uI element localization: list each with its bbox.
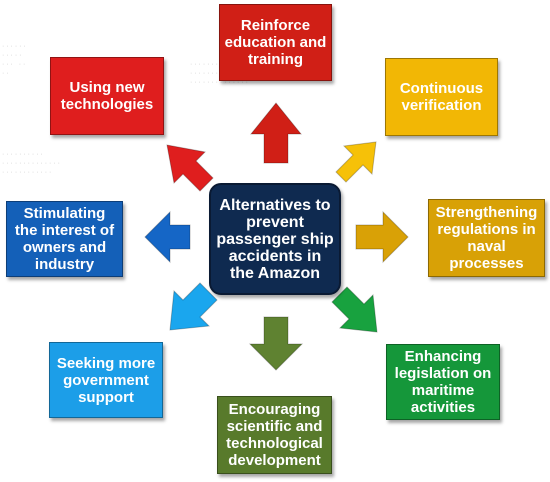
center-node: Alternatives to prevent passenger ship a… xyxy=(209,183,341,295)
node-label: Reinforce education and training xyxy=(224,17,327,68)
arrow-up-right xyxy=(335,141,377,183)
node-label: Seeking more government support xyxy=(56,354,156,406)
arrow-left xyxy=(144,210,191,264)
arrow-up-left xyxy=(166,144,214,192)
node-continuous-verification: Continuous verification xyxy=(385,58,498,136)
node-label: Enhancing legislation on maritime activi… xyxy=(394,348,492,416)
arrow-right xyxy=(355,210,409,264)
node-encouraging-development: Encouraging scientific and technological… xyxy=(217,396,332,474)
node-label: Strengthening regulations in naval proce… xyxy=(435,204,538,272)
center-label: Alternatives to prevent passenger ship a… xyxy=(216,196,334,282)
arrow-down-right xyxy=(331,286,378,333)
arrow-down-left xyxy=(169,282,218,331)
node-reinforce-education: Reinforce education and training xyxy=(219,4,332,81)
arrow-up xyxy=(249,102,303,164)
node-label: Encouraging scientific and technological… xyxy=(226,401,323,469)
background-text-faint: · · · · · · · · · · · · · · · · · · · · … xyxy=(2,151,60,176)
node-government-support: Seeking more government support xyxy=(49,342,163,418)
node-strengthening-regulations: Strengthening regulations in naval proce… xyxy=(428,199,545,277)
background-text-faint: · · · · · · · · · · · · · · · · · · xyxy=(2,43,26,77)
arrow-down xyxy=(248,316,304,371)
node-stimulating-owners: Stimulating the interest of owners and i… xyxy=(6,201,123,277)
node-label: Stimulating the interest of owners and i… xyxy=(14,205,115,273)
node-new-technologies: Using new technologies xyxy=(50,57,164,135)
node-label: Using new technologies xyxy=(60,79,154,113)
node-label: Continuous verification xyxy=(399,80,484,114)
node-enhancing-legislation: Enhancing legislation on maritime activi… xyxy=(386,344,500,420)
